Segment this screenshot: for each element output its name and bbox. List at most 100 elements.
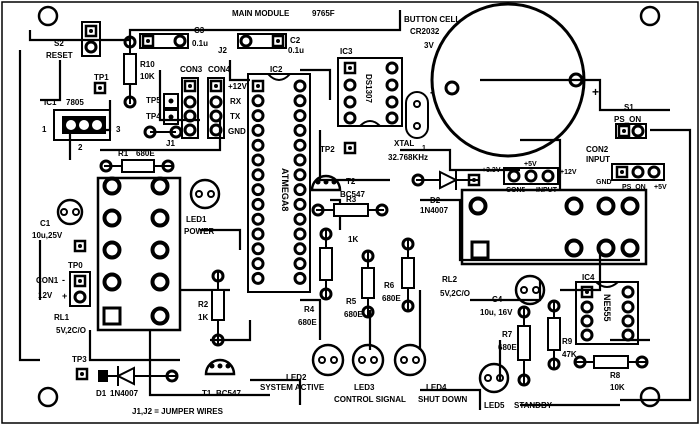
resistor-r8 (573, 355, 649, 369)
label-standby: STANDBY (514, 401, 553, 410)
label-j2: J2 (218, 46, 227, 55)
diode-d1 (98, 366, 179, 386)
ic2-pin (293, 227, 307, 241)
label-r4-value: 680E (298, 318, 317, 327)
led1-power (189, 178, 221, 210)
label-control-signal: CONTROL SIGNAL (334, 395, 406, 404)
led3-control-signal (351, 343, 385, 377)
connector-con4 (207, 77, 225, 139)
capacitor-c3 (139, 33, 189, 49)
label-battery-voltage: 3V (424, 41, 434, 50)
ic2-pin (293, 109, 307, 123)
label-d1: D1 (96, 389, 107, 398)
label-c4-value: 10u, 16V (480, 308, 513, 317)
jumper-note: J1,J2 = JUMPER WIRES (132, 407, 224, 416)
label-ps-on: PS_ON (614, 115, 641, 124)
label-tp3: TP3 (72, 355, 87, 364)
ic2-pin (293, 257, 307, 271)
label-d2-value: 1N4007 (420, 206, 449, 215)
ic2-pin (251, 138, 265, 152)
label-shut-down: SHUT DOWN (418, 395, 468, 404)
label-reset: RESET (46, 51, 73, 60)
code-text: 9765F (312, 9, 335, 18)
ic2-pin (251, 227, 265, 241)
jumper-j1 (143, 125, 183, 139)
testpoint-tp0 (73, 239, 87, 253)
testpoint-tp2 (343, 141, 357, 155)
connector-con2 (611, 163, 665, 181)
label-con2-gnd: GND (596, 179, 612, 186)
label-r10-value: 10K (140, 72, 155, 81)
label-led1: LED1 (186, 215, 207, 224)
ic2-pin (293, 183, 307, 197)
label-ic3: IC3 (340, 47, 353, 56)
label-t1: T1 (202, 389, 212, 398)
label-r8: R8 (610, 371, 621, 380)
ic2-pin (293, 153, 307, 167)
label-xtal-number: 1 (422, 145, 426, 152)
label-con2-ps-on: PS_ON (622, 184, 646, 191)
capacitor-c1 (56, 198, 84, 226)
label-plus3v3: +3.3V (482, 167, 501, 174)
label-led5: LED5 (484, 401, 505, 410)
ic2-pin (251, 94, 265, 108)
label-t1-value: BC547 (216, 389, 241, 398)
capacitor-c4 (514, 274, 546, 306)
label-d2: D2 (430, 196, 441, 205)
label-con2: CON2 (586, 145, 609, 154)
label-ic1-pin1: 1 (42, 125, 47, 134)
label-xtal: XTAL (394, 139, 414, 148)
label-r5: R5 (346, 297, 357, 306)
mount-hole-br (639, 386, 661, 408)
label-led3: LED3 (354, 383, 375, 392)
ic2-pin (251, 242, 265, 256)
label-led4: LED4 (426, 383, 447, 392)
label-r9: R9 (562, 337, 573, 346)
ic2-pin (293, 168, 307, 182)
resistor-r4 (319, 227, 333, 301)
resistor-r10 (123, 35, 137, 109)
label-plus12v: +12V (228, 82, 248, 91)
ic2-pin (293, 123, 307, 137)
ic2-pin (251, 168, 265, 182)
label-rl1-value: 5V,2C/O (56, 326, 86, 335)
resistor-r6 (401, 237, 415, 313)
title-text: MAIN MODULE (232, 9, 290, 18)
switch-s2-reset (81, 21, 101, 57)
label-gnd: GND (228, 127, 246, 136)
label-atmega8: ATMEGA8 (280, 168, 290, 211)
ic2-pin (251, 79, 265, 93)
label-rl2-value: 5V,2C/O (440, 289, 470, 298)
label-con1-value: 12V (38, 291, 53, 300)
ic2-pin (251, 197, 265, 211)
label-s2: S2 (54, 39, 64, 48)
led5-standby (478, 362, 510, 394)
label-power: POWER (184, 227, 214, 236)
label-r5-value: 680E (344, 310, 363, 319)
resistor-r2 (211, 269, 225, 347)
label-rx: RX (230, 97, 242, 106)
ic2-pin (251, 183, 265, 197)
led2-system-active (311, 343, 345, 377)
label-r9-value: 47K (562, 350, 577, 359)
label-tp0: TP0 (68, 261, 83, 270)
label-c2: C2 (290, 36, 301, 45)
ic2-pin (293, 212, 307, 226)
label-ic2: IC2 (270, 65, 283, 74)
resistor-r5 (361, 249, 375, 319)
ic2-pin (251, 123, 265, 137)
label-plus12v-con5: +12V (560, 169, 577, 176)
resistor-r9 (547, 299, 561, 371)
transistor-t1 (204, 358, 236, 376)
resistor-r1 (99, 159, 175, 173)
label-r3-value: 1K (348, 235, 358, 244)
capacitor-c2 (237, 33, 287, 49)
label-led2: LED2 (286, 373, 307, 382)
label-ne555: NE555 (602, 294, 612, 322)
label-r3: R3 (346, 195, 357, 204)
label-j1: J1 (166, 139, 175, 148)
label-plus5v: +5V (524, 161, 537, 168)
label-xtal-value: 32.768KHz (388, 153, 428, 162)
label-con1-minus: - (62, 275, 65, 285)
